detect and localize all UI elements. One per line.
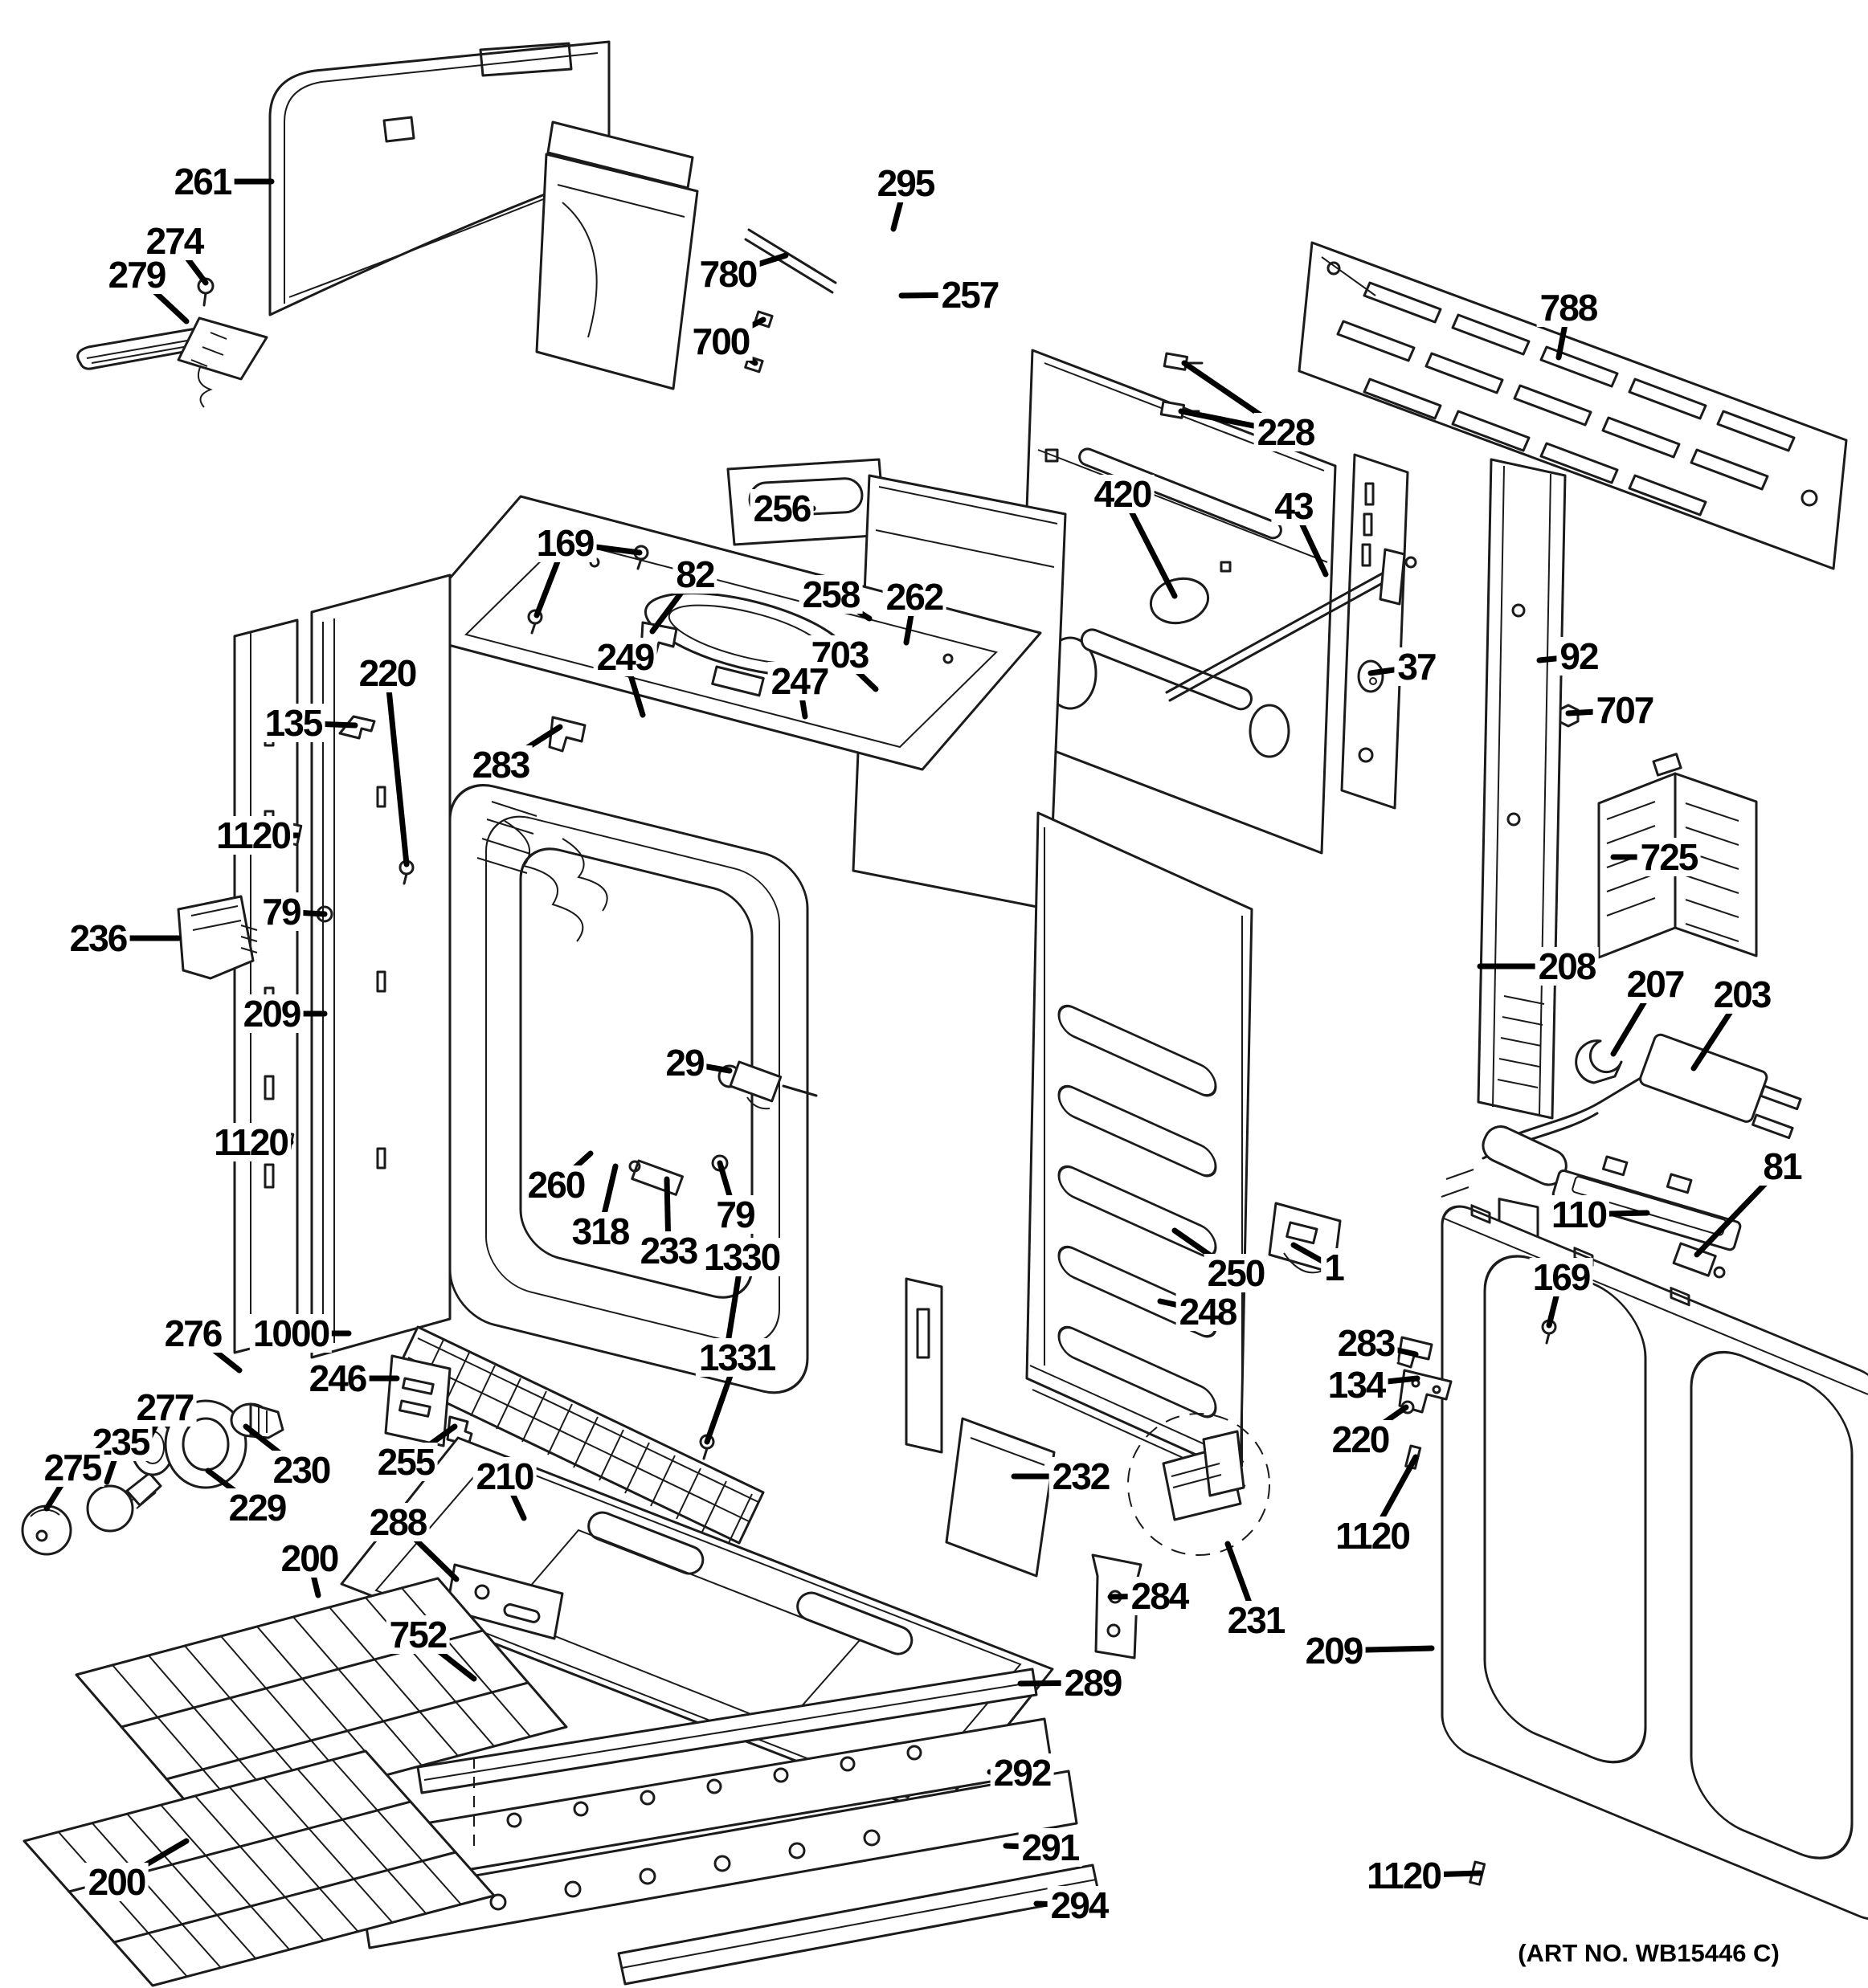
latch-assembly-drawing xyxy=(76,277,268,408)
part-label-292: 292 xyxy=(990,1753,1054,1792)
part-label-294: 294 xyxy=(1047,1886,1111,1925)
part-label-295: 295 xyxy=(873,164,938,202)
part-label-230: 230 xyxy=(269,1451,333,1489)
part-label-752: 752 xyxy=(386,1615,450,1654)
part-label-220: 220 xyxy=(355,654,419,692)
part-label-229: 229 xyxy=(225,1488,289,1527)
part-label-200: 200 xyxy=(84,1863,149,1901)
part-label-275: 275 xyxy=(40,1448,104,1487)
left-side-panels-drawing xyxy=(233,574,452,1359)
part-label-274: 274 xyxy=(142,222,206,260)
part-label-1330: 1330 xyxy=(700,1238,783,1276)
part-label-79: 79 xyxy=(259,892,304,931)
bottom-panels-drawing xyxy=(360,1668,1101,1986)
broil-element-drawing xyxy=(384,1325,765,1545)
part-label-291: 291 xyxy=(1018,1828,1082,1867)
part-label-203: 203 xyxy=(1710,975,1774,1014)
part-label-79: 79 xyxy=(713,1195,758,1234)
part-label-1120: 1120 xyxy=(1363,1856,1444,1895)
part-label-780: 780 xyxy=(696,255,760,293)
part-label-228: 228 xyxy=(1253,413,1318,451)
part-label-262: 262 xyxy=(882,578,946,616)
leader-line-220 xyxy=(384,670,410,867)
part-label-255: 255 xyxy=(374,1443,438,1481)
part-label-289: 289 xyxy=(1061,1663,1125,1702)
part-label-246: 246 xyxy=(305,1359,370,1398)
part-label-276: 276 xyxy=(161,1314,225,1353)
part-label-169: 169 xyxy=(533,524,597,562)
part-label-134: 134 xyxy=(1324,1365,1388,1404)
part-label-1120: 1120 xyxy=(213,816,293,855)
part-label-318: 318 xyxy=(568,1212,632,1251)
part-label-283: 283 xyxy=(1334,1324,1398,1362)
part-label-208: 208 xyxy=(1535,947,1599,986)
door-panel-drawing xyxy=(1441,1204,1868,1921)
part-label-169: 169 xyxy=(1529,1258,1593,1296)
part-label-1120: 1120 xyxy=(211,1123,291,1161)
part-label-43: 43 xyxy=(1271,487,1316,525)
part-label-231: 231 xyxy=(1224,1601,1288,1639)
part-label-82: 82 xyxy=(672,555,717,594)
part-label-250: 250 xyxy=(1204,1254,1268,1292)
part-label-207: 207 xyxy=(1623,965,1687,1003)
part-label-209: 209 xyxy=(239,994,304,1033)
part-label-249: 249 xyxy=(593,638,657,676)
part-label-420: 420 xyxy=(1090,475,1155,513)
art-number: (ART NO. WB15446 C) xyxy=(1518,1939,1780,1968)
part-label-258: 258 xyxy=(799,575,863,614)
part-label-700: 700 xyxy=(689,322,753,361)
part-label-200: 200 xyxy=(277,1539,341,1578)
part-label-210: 210 xyxy=(472,1457,537,1496)
part-label-233: 233 xyxy=(636,1231,701,1270)
part-label-288: 288 xyxy=(366,1503,430,1541)
part-label-81: 81 xyxy=(1760,1147,1805,1186)
part-label-247: 247 xyxy=(767,662,832,700)
part-label-707: 707 xyxy=(1592,691,1657,729)
gas-valve-drawing xyxy=(717,1060,818,1110)
part-label-209: 209 xyxy=(1302,1631,1366,1670)
lower-brackets-drawing xyxy=(905,1277,1270,1659)
part-label-29: 29 xyxy=(662,1043,707,1082)
part-label-788: 788 xyxy=(1536,288,1600,327)
vented-box-drawing xyxy=(1597,753,1758,959)
part-label-279: 279 xyxy=(104,255,169,294)
part-label-284: 284 xyxy=(1127,1577,1192,1615)
part-label-1120: 1120 xyxy=(1332,1517,1412,1555)
part-label-37: 37 xyxy=(1394,647,1439,686)
part-label-277: 277 xyxy=(133,1388,197,1427)
part-label-248: 248 xyxy=(1175,1292,1240,1331)
part-label-1: 1 xyxy=(1321,1248,1347,1287)
part-label-256: 256 xyxy=(750,489,814,528)
part-label-1000: 1000 xyxy=(249,1314,333,1353)
part-label-232: 232 xyxy=(1048,1457,1113,1496)
part-label-260: 260 xyxy=(524,1165,588,1204)
thermostat-drawing xyxy=(177,545,678,1155)
part-label-261: 261 xyxy=(170,162,235,201)
part-label-110: 110 xyxy=(1547,1195,1610,1234)
part-label-1331: 1331 xyxy=(695,1338,779,1377)
part-label-257: 257 xyxy=(938,276,1002,314)
rear-panel-788-drawing xyxy=(1298,241,1848,570)
part-label-236: 236 xyxy=(66,919,130,957)
part-label-92: 92 xyxy=(1556,637,1601,676)
part-label-220: 220 xyxy=(1328,1420,1392,1459)
part-label-135: 135 xyxy=(261,704,325,742)
part-label-283: 283 xyxy=(468,745,533,784)
part-label-725: 725 xyxy=(1637,838,1701,876)
